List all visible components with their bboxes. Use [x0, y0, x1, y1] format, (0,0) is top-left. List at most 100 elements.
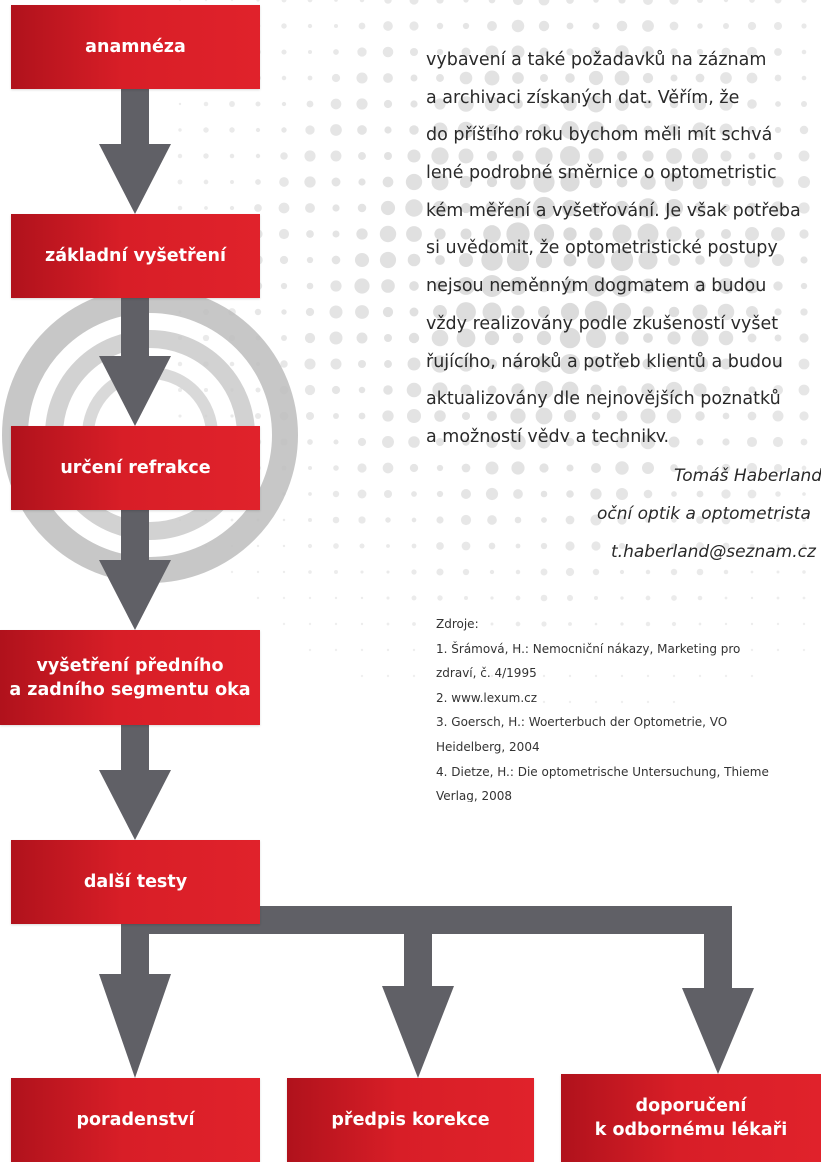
step-eye-segment-label-line2: a zadního segmentu oka: [9, 679, 251, 700]
halftone-dot: [507, 197, 529, 219]
halftone-dot: [721, 385, 731, 395]
halftone-dot: [281, 23, 287, 29]
halftone-dot: [720, 150, 732, 162]
halftone-dot: [484, 96, 500, 112]
halftone-dot: [513, 489, 523, 499]
outcome-prescription-box: předpis korekce: [287, 1078, 534, 1162]
step-further-tests-label: další testy: [83, 872, 188, 892]
arrow-shaft: [121, 298, 149, 358]
halftone-dot: [774, 0, 782, 4]
halftone-dot: [203, 153, 209, 159]
halftone-dot: [775, 101, 781, 107]
halftone-dot: [461, 47, 471, 57]
halftone-dot: [798, 202, 810, 214]
halftone-dot: [412, 648, 416, 652]
halftone-dot: [461, 463, 471, 473]
halftone-dot: [563, 409, 577, 423]
halftone-dot: [307, 543, 313, 549]
halftone-dot: [798, 150, 810, 162]
halftone-dot: [695, 73, 705, 83]
outcome-referral-label-line1: doporučení: [635, 1096, 747, 1116]
halftone-dot: [696, 490, 704, 498]
halftone-dot: [279, 255, 289, 265]
halftone-dot: [490, 622, 494, 626]
halftone-dot: [696, 516, 704, 524]
halftone-dot: [566, 594, 574, 602]
halftone-dot: [307, 465, 313, 471]
halftone-dot: [357, 489, 367, 499]
halftone-dot: [721, 177, 731, 187]
halftone-dot: [204, 206, 208, 210]
halftone-dot: [384, 152, 392, 160]
halftone-dot: [437, 595, 443, 601]
halftone-dot: [749, 543, 755, 549]
halftone-dot: [774, 74, 782, 82]
halftone-dot: [254, 308, 262, 316]
halftone-dot: [431, 147, 449, 165]
halftone-dot: [694, 280, 706, 292]
halftone-dot: [560, 302, 580, 322]
halftone-dot: [461, 411, 471, 421]
halftone-dot: [721, 515, 731, 525]
halftone-dot: [560, 172, 580, 192]
halftone-dot: [308, 622, 312, 626]
halftone-dot: [532, 196, 556, 220]
halftone-dot: [229, 101, 235, 107]
halftone-dot: [671, 517, 677, 523]
halftone-dot: [386, 544, 390, 548]
halftone-dot: [615, 331, 629, 345]
halftone-dot: [460, 384, 472, 396]
halftone-dot: [178, 414, 182, 418]
halftone-dot: [383, 99, 393, 109]
halftone-dot: [407, 357, 421, 371]
halftone-dot: [534, 380, 554, 400]
halftone-dot: [540, 490, 548, 498]
halftone-dot: [615, 435, 629, 449]
arrow-head: [99, 356, 171, 426]
halftone-dot: [542, 700, 546, 704]
article-line: aktualizovány dle nejnovějších poznatků: [426, 389, 781, 410]
halftone-dot: [436, 490, 444, 498]
halftone-dot: [592, 568, 600, 576]
halftone-dot: [802, 570, 806, 574]
halftone-dot: [434, 228, 446, 240]
halftone-dot: [800, 308, 808, 316]
halftone-dot: [641, 461, 655, 475]
halftone-dot: [410, 100, 418, 108]
arrow-head: [682, 988, 754, 1074]
halftone-dot: [333, 543, 339, 549]
outcome-counseling-label: poradenství: [76, 1110, 195, 1130]
halftone-dot: [640, 408, 656, 424]
halftone-dot: [203, 127, 209, 133]
author-role: oční optik a optometrista: [597, 504, 811, 524]
halftone-dot: [279, 177, 289, 187]
halftone-dot: [539, 99, 549, 109]
halftone-dot: [409, 463, 419, 473]
author-name: Tomáš Haberland: [674, 466, 821, 486]
halftone-dot: [802, 622, 806, 626]
arrow-shaft: [121, 89, 149, 146]
halftone-dot: [801, 23, 807, 29]
halftone-dot: [593, 595, 599, 601]
halftone-dot: [691, 329, 709, 347]
halftone-dot: [748, 516, 756, 524]
halftone-dot: [308, 492, 312, 496]
halftone-dot: [436, 0, 444, 4]
halftone-dot: [721, 463, 731, 473]
halftone-dot: [640, 434, 656, 450]
halftone-dot: [594, 622, 598, 626]
halftone-dot: [481, 275, 503, 297]
halftone-dot: [435, 255, 445, 265]
halftone-dot: [744, 252, 760, 268]
halftone-dot: [750, 570, 754, 574]
halftone-dot: [438, 700, 442, 704]
halftone-dot: [486, 358, 498, 370]
halftone-dot: [360, 622, 364, 626]
halftone-dot: [177, 387, 183, 393]
halftone-dot: [334, 0, 338, 2]
halftone-dot: [566, 48, 574, 56]
halftone-dot: [438, 648, 442, 652]
halftone-dot: [382, 46, 394, 58]
halftone-dot: [563, 227, 577, 241]
halftone-dot: [642, 46, 654, 58]
